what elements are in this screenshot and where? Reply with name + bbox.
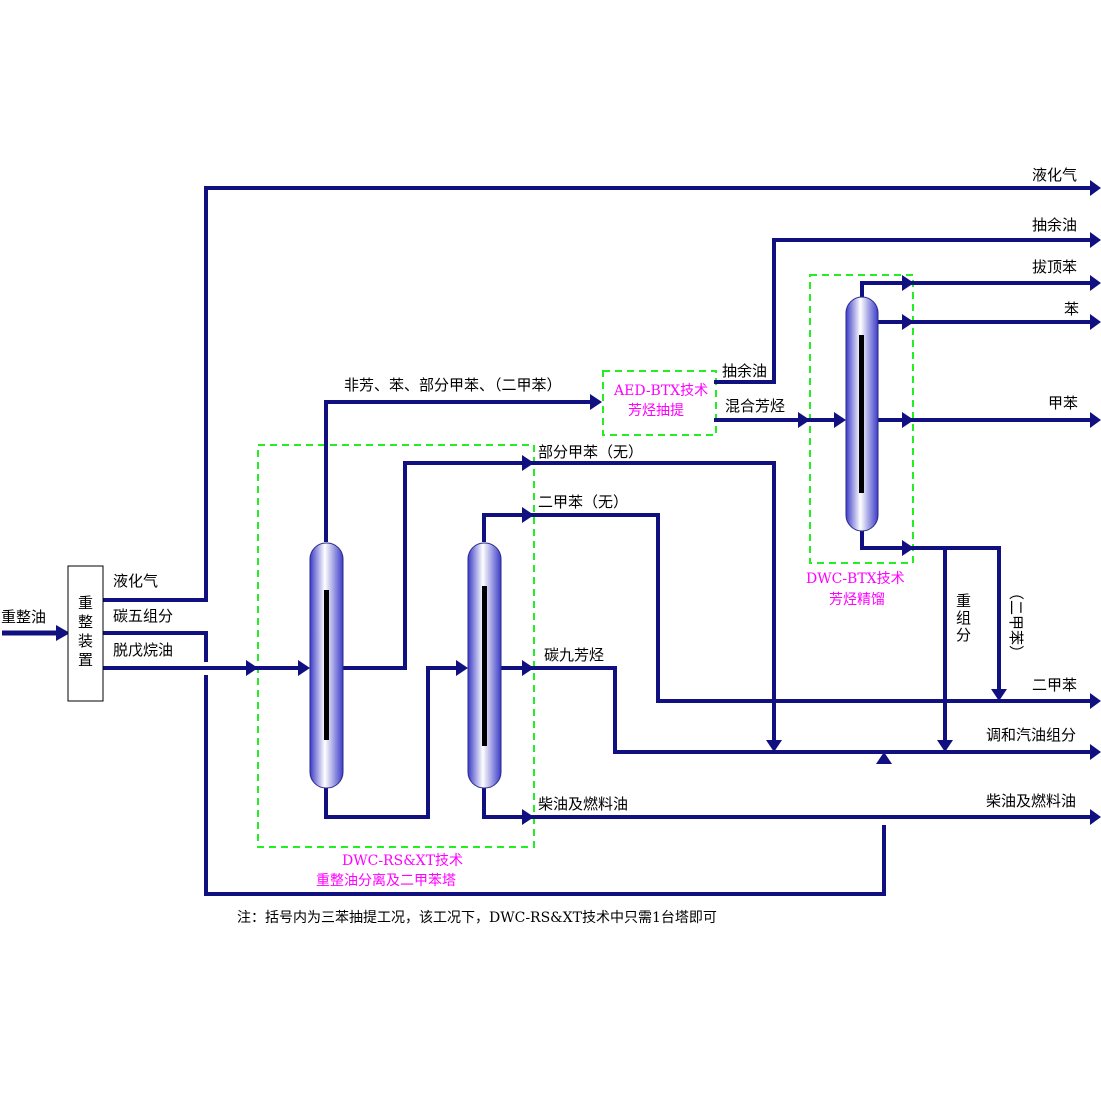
xylene-none-label: 二甲苯（无） — [538, 493, 628, 511]
arrowheads — [56, 180, 1101, 825]
dwc-rs-box-title: DWC-RS&XT技术 — [342, 853, 463, 869]
lpg-line — [101, 186, 1095, 602]
aed-box-subtitle: 芳烃抽提 — [628, 402, 684, 419]
part-toluene-down-arrow — [766, 740, 782, 752]
mixed-aromatics-label: 混合芳烃 — [725, 397, 785, 415]
col1-bottom-line — [324, 666, 460, 819]
gasoline-out-arrow — [1090, 744, 1101, 760]
lpg-out-label: 液化气 — [1032, 166, 1077, 184]
aed-btx-box — [602, 370, 717, 436]
depentanized-label: 脱戊烷油 — [113, 641, 173, 659]
col1-overhead-line — [324, 400, 598, 542]
reformer-unit — [67, 565, 104, 702]
xylene-down-arrow — [991, 689, 1007, 701]
c9-arrow — [522, 660, 534, 676]
col3-bottom-line — [860, 528, 1001, 695]
heavy-label-3: 分 — [956, 626, 971, 644]
benzene-out-arrow — [1090, 314, 1101, 330]
col3-top-arrow — [902, 275, 914, 291]
xylene-out-arrow — [1090, 693, 1101, 709]
unit-label-1: 重 — [78, 594, 93, 612]
benzene-label: 苯 — [1064, 300, 1079, 318]
c9-line — [501, 666, 1095, 754]
col1-side-line — [341, 461, 531, 670]
box3-entry-arrow — [798, 412, 810, 428]
heavy-label-2: 组 — [956, 609, 971, 627]
footnote: 注：括号内为三苯抽提工况，该工况下，DWC-RS&XT技术中只需1台塔即可 — [237, 909, 717, 926]
raffinate-line — [714, 238, 1095, 384]
diesel-out-label: 柴油及燃料油 — [986, 792, 1076, 810]
xylene-out-label: 二甲苯 — [1032, 676, 1077, 694]
box1-entry-arrow — [246, 660, 258, 676]
unit-label-2: 整 — [78, 613, 93, 631]
feed-label: 重整油 — [1, 608, 46, 626]
overhead-to-aed-label: 非芳、苯、部分甲苯、（二甲苯） — [344, 376, 562, 394]
feed-arrow — [56, 625, 70, 641]
c9-label: 碳九芳烃 — [544, 646, 604, 664]
unit-label-3: 装 — [78, 632, 93, 650]
c5-label: 碳五组分 — [113, 607, 173, 625]
col2-feed-arrow — [456, 660, 468, 676]
bypass-line — [204, 675, 886, 896]
dwc-rs-box-subtitle: 重整油分离及二甲苯塔 — [316, 872, 456, 889]
lpg-out-arrow — [1090, 180, 1101, 196]
col3-benzene-arrow — [902, 314, 914, 330]
col2-overhead-line — [482, 513, 531, 542]
col2-bottom-line — [482, 788, 1095, 819]
xylene-vertical-label: （二甲苯） — [1007, 585, 1025, 660]
col3-bottom-arrow — [902, 540, 914, 556]
part-toluene-label: 部分甲苯（无） — [538, 443, 643, 461]
topped-benzene-out-arrow — [1090, 275, 1101, 291]
aed-feed-arrow — [590, 394, 602, 410]
col3-toluene-arrow — [902, 412, 914, 428]
part-toluene-arrow — [522, 455, 534, 471]
diesel-mid-arrow — [522, 809, 534, 825]
topped-benzene-label: 拔顶苯 — [1032, 258, 1077, 276]
diesel-mid-label: 柴油及燃料油 — [538, 795, 628, 813]
lpg-in-label: 液化气 — [113, 572, 158, 590]
c5-line — [101, 631, 208, 662]
raffinate-out-label: 抽余油 — [1032, 216, 1077, 234]
xylene-none-line — [527, 513, 1095, 703]
raffinate-mid-label: 抽余油 — [722, 362, 767, 380]
dwc-btx-box-subtitle: 芳烃精馏 — [829, 591, 885, 608]
toluene-label: 甲苯 — [1048, 394, 1078, 412]
dwc-rs-xt-box — [257, 444, 535, 848]
toluene-out-arrow — [1090, 412, 1101, 428]
column-3 — [845, 296, 879, 532]
dwc-btx-box-title: DWC-BTX技术 — [806, 571, 905, 587]
raffinate-out-arrow — [1090, 232, 1101, 248]
part-toluene-line — [527, 461, 776, 747]
gasoline-blend-label: 调和汽油组分 — [986, 726, 1076, 744]
col1-feed-arrow — [298, 660, 310, 676]
bypass-up-arrow — [876, 752, 892, 764]
column-2 — [467, 542, 502, 789]
col3-feed-arrow — [834, 412, 846, 428]
column-1 — [309, 542, 344, 789]
heavy-label-1: 重 — [956, 592, 971, 610]
col3-top-line — [860, 281, 1095, 302]
unit-label-4: 置 — [78, 651, 93, 669]
heavy-down-arrow — [937, 740, 953, 752]
xylene-none-arrow — [522, 507, 534, 523]
pipelines — [2, 186, 1095, 896]
diesel-out-arrow — [1090, 809, 1101, 825]
aed-box-title: AED-BTX技术 — [613, 383, 708, 399]
